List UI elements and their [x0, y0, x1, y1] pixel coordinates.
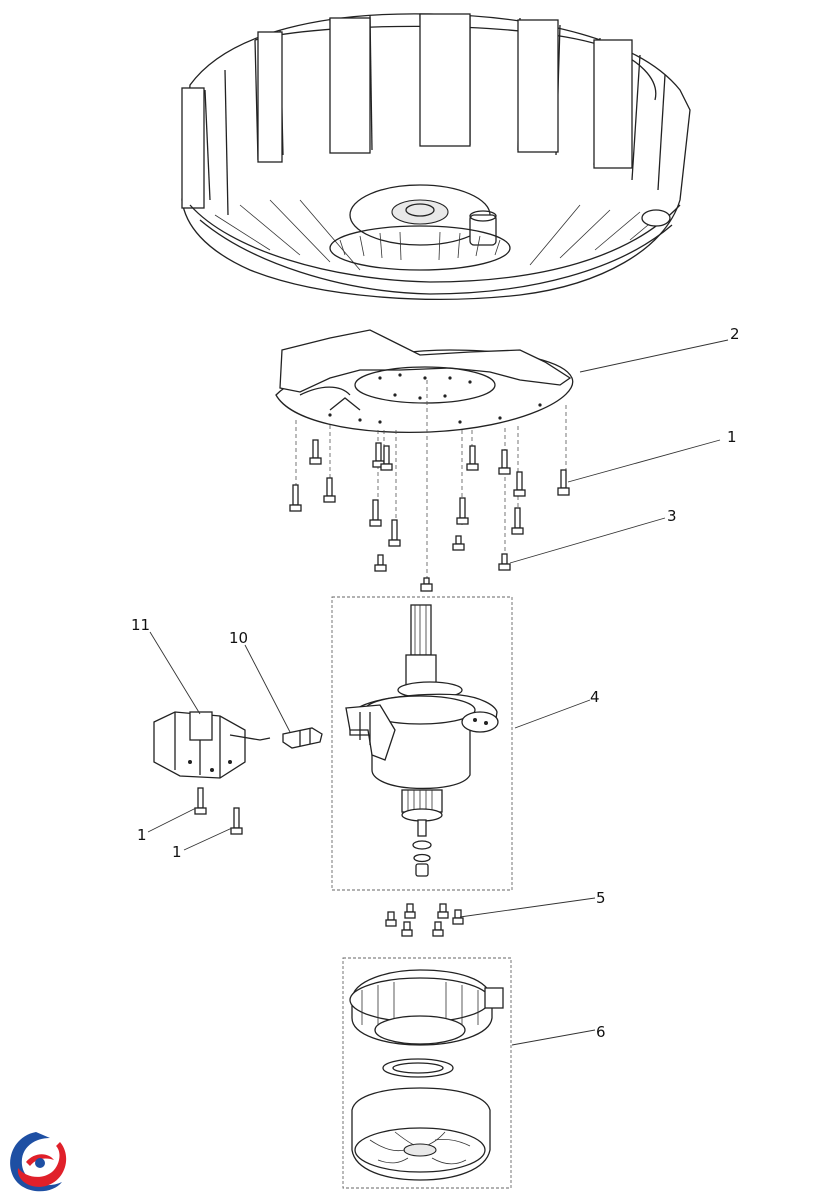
- callout-1-left-a: 1: [137, 826, 147, 844]
- callout-10: 10: [229, 629, 248, 647]
- brand-logo: [10, 1132, 67, 1192]
- mounting-plate-part-2: [275, 329, 574, 434]
- callout-2: 2: [730, 325, 740, 343]
- callout-1-left-b: 1: [172, 843, 182, 861]
- transmission-part-4: [331, 596, 513, 891]
- callout-labels: 2 1 3 4 5 6 11 10 1 1: [131, 325, 740, 1041]
- outer-tub-assembly: [181, 13, 691, 300]
- leader-lines: [147, 339, 729, 1046]
- bolts-group: [289, 439, 570, 592]
- callout-6: 6: [596, 1023, 606, 1041]
- screws-part-5: [385, 903, 464, 937]
- connector-part-10: [282, 727, 323, 749]
- callout-5: 5: [596, 889, 606, 907]
- callout-4: 4: [590, 688, 600, 706]
- callout-3: 3: [667, 507, 677, 525]
- rotor-stator-part-6: [342, 957, 512, 1189]
- bracket-part-11: [153, 711, 271, 835]
- callout-11: 11: [131, 616, 150, 634]
- callout-1-top: 1: [727, 428, 737, 446]
